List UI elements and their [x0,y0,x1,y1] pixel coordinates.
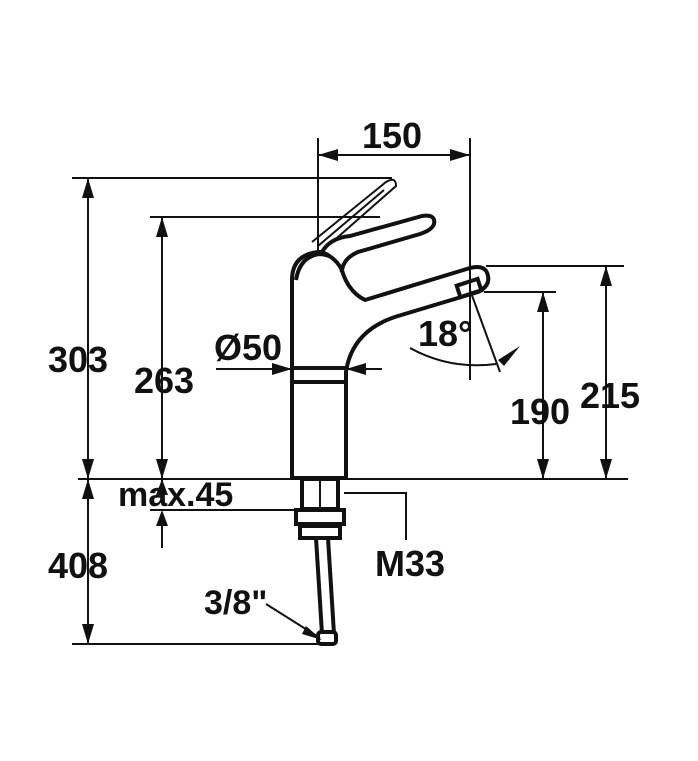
dim-303: 303 [48,177,392,479]
dim-263: 263 [134,216,380,479]
dim-190: 190 [484,291,570,479]
label-190: 190 [510,391,570,432]
dim-408: 408 [48,479,320,645]
label-diameter: Ø50 [214,327,282,368]
label-3-8: 3/8" [204,584,267,622]
label-263: 263 [134,360,194,401]
label-303: 303 [48,339,108,380]
hose-left [314,537,324,635]
hose-right [326,537,336,635]
hose-end [316,630,338,646]
label-215: 215 [580,375,640,416]
dim-150: 150 [317,115,471,380]
dim-angle: 18° [409,289,520,373]
label-408: 408 [48,545,108,586]
faucet-column [290,250,491,480]
lever-open-outline [311,178,398,245]
label-150: 150 [362,115,422,156]
dim-215: 215 [486,265,640,479]
faucet-body [290,178,491,646]
fixing-nut [294,508,346,526]
dim-max45: max.45 [118,476,296,548]
nut-lower [298,524,342,540]
label-angle: 18° [418,313,472,354]
label-m33: M33 [375,543,445,584]
callout-m33: M33 [344,492,445,584]
callout-3-8: 3/8" [204,584,322,640]
label-max45: max.45 [118,476,233,514]
lever-closed [320,213,437,272]
dim-diameter: Ø50 [214,327,382,375]
